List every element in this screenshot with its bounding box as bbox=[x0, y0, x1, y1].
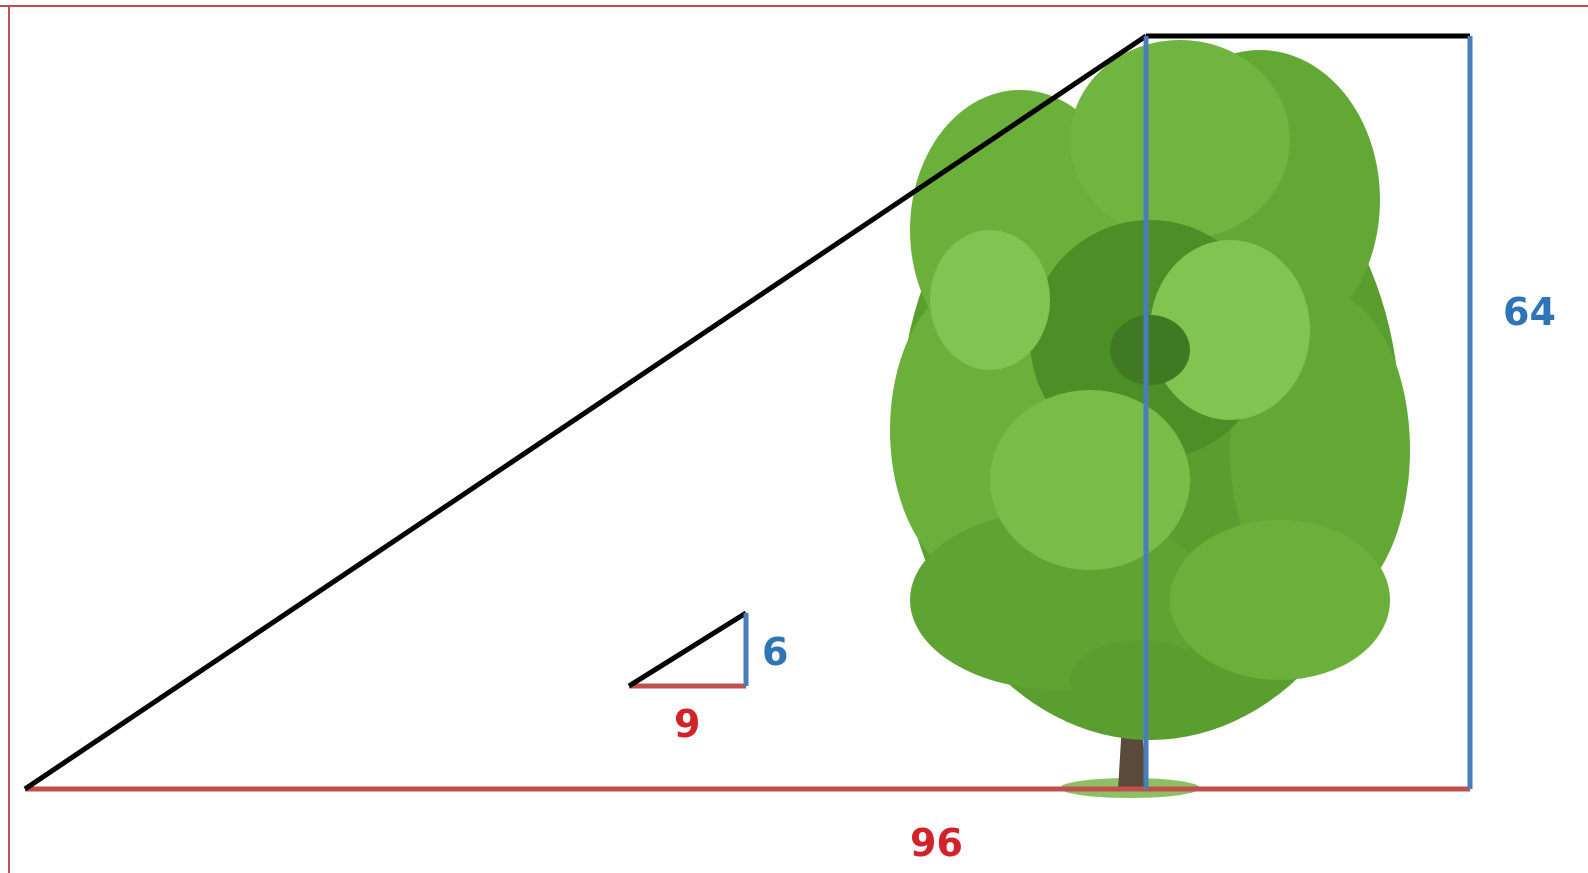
large-triangle-hypotenuse bbox=[23, 33, 1148, 792]
tree-icon bbox=[890, 40, 1410, 798]
small-triangle-base-label: 9 bbox=[674, 702, 700, 746]
small-triangle-height-label: 6 bbox=[762, 630, 788, 674]
small-triangle-hypotenuse bbox=[627, 610, 748, 689]
large-triangle-height-label: 64 bbox=[1503, 290, 1556, 334]
large-triangle-base-label: 96 bbox=[910, 821, 963, 865]
